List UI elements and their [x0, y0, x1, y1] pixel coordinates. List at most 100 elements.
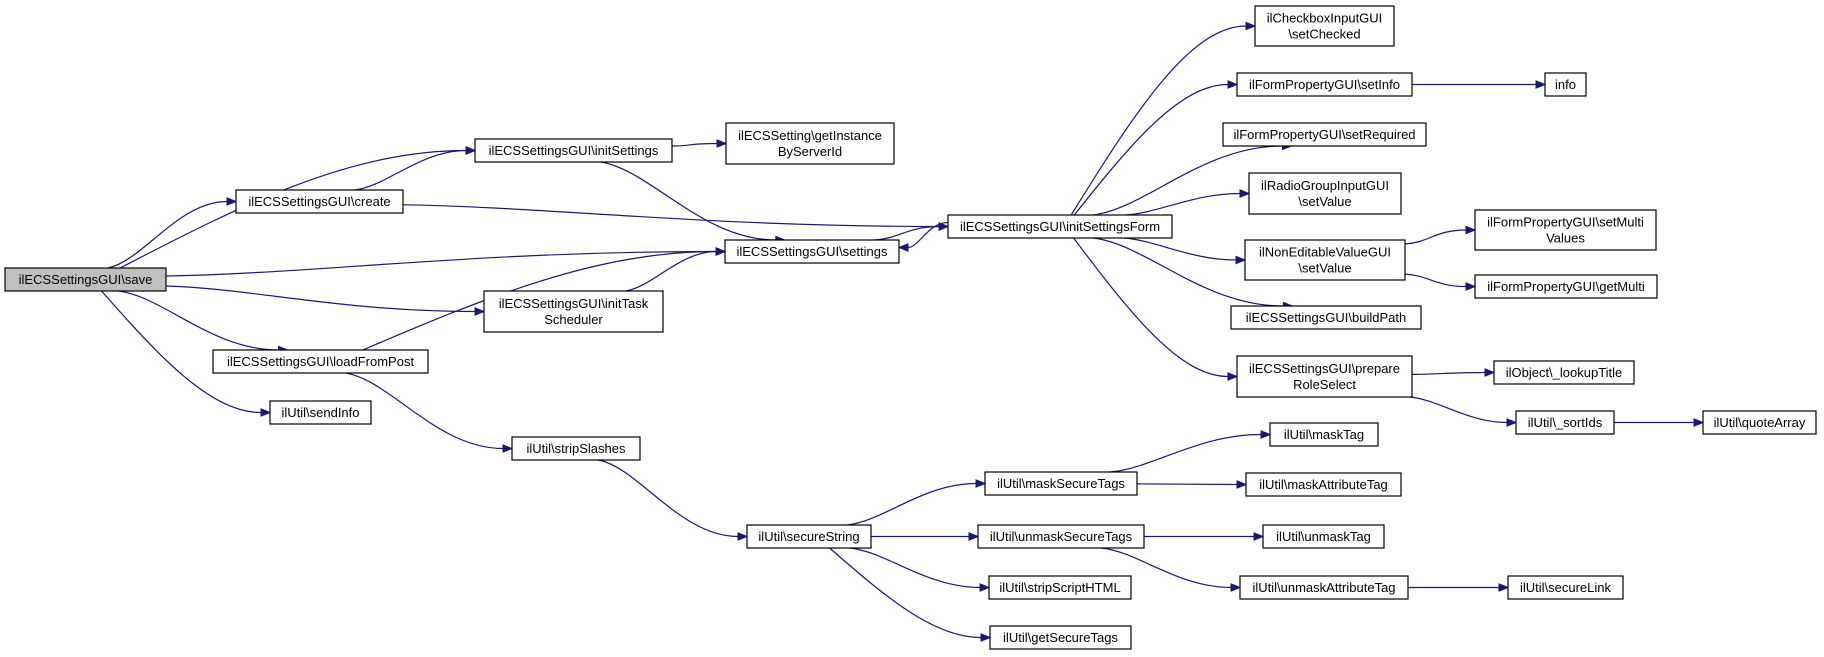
node-label: ilObject\_lookupTitle: [1506, 365, 1623, 380]
arrowhead-icon: [980, 633, 992, 642]
node-label: ilUtil\stripSlashes: [527, 441, 626, 456]
node-settings[interactable]: ilECSSettingsGUI\settings: [724, 239, 900, 264]
edge-layer: [101, 21, 1705, 642]
node-secureString[interactable]: ilUtil\secureString: [746, 524, 872, 549]
arrowhead-icon: [968, 532, 980, 541]
arrowhead-icon: [938, 222, 950, 231]
node-box: [1262, 524, 1385, 549]
node-quoteArray[interactable]: ilUtil\quoteArray: [1702, 410, 1817, 435]
node-stripSlashes[interactable]: ilUtil\stripSlashes: [511, 436, 641, 461]
node-setChecked[interactable]: ilCheckboxInputGUI\setChecked: [1254, 5, 1395, 47]
node-maskAttributeTag[interactable]: ilUtil\maskAttributeTag: [1245, 472, 1402, 497]
node-box: [511, 436, 641, 461]
arrowhead-icon: [260, 408, 272, 417]
edge-save-to-initTask: [165, 285, 486, 316]
node-nonEditSetValue[interactable]: ilNonEditableValueGUI\setValue: [1244, 239, 1406, 281]
edge-line: [402, 204, 940, 228]
node-box: [483, 290, 664, 333]
node-maskSecureTags[interactable]: ilUtil\maskSecureTags: [984, 471, 1138, 496]
edge-settings-to-initSettingsForm: [874, 222, 950, 241]
node-unmaskSecureTags[interactable]: ilUtil\unmaskSecureTags: [977, 524, 1145, 549]
arrowhead-icon: [1506, 418, 1518, 427]
edge-line: [165, 250, 717, 277]
node-box: [1236, 72, 1413, 97]
edge-line: [598, 459, 739, 538]
edge-save-to-settings: [165, 247, 727, 277]
edge-initSettingsForm-to-nonEditSetValue: [1123, 237, 1247, 265]
node-initSettingsForm[interactable]: ilECSSettingsGUI\initSettingsForm: [947, 214, 1173, 239]
node-maskTag[interactable]: ilUtil\maskTag: [1269, 422, 1379, 447]
edge-prepareRoleSelect-to-sortIds: [1409, 396, 1518, 427]
node-box: [1222, 122, 1427, 147]
node-label: ilUtil\stripScriptHTML: [999, 580, 1120, 595]
arrowhead-icon: [1465, 282, 1477, 291]
edge-initSettingsForm-to-prepareRoleSelect: [1073, 237, 1239, 381]
node-label: ilFormPropertyGUI\getMulti: [1487, 279, 1645, 294]
node-setRequired[interactable]: ilFormPropertyGUI\setRequired: [1222, 122, 1427, 147]
node-create[interactable]: ilECSSettingsGUI\create: [235, 189, 404, 214]
node-loadFromPost[interactable]: ilECSSettingsGUI\loadFromPost: [212, 349, 429, 374]
node-getSecureTags[interactable]: ilUtil\getSecureTags: [989, 625, 1132, 650]
node-stripScriptHTML[interactable]: ilUtil\stripScriptHTML: [988, 575, 1132, 600]
arrowhead-icon: [474, 307, 486, 316]
edge-save-to-create: [107, 197, 238, 269]
node-box: [1230, 305, 1422, 330]
node-save[interactable]: ilECSSettingsGUI\save: [4, 267, 167, 292]
arrowhead-icon: [1260, 430, 1272, 439]
edge-line: [829, 547, 982, 639]
node-label: ilECSSettingsGUI\settings: [736, 244, 888, 259]
node-label: ilUtil\unmaskTag: [1276, 529, 1371, 544]
node-box: [1493, 360, 1635, 385]
edge-sortIds-to-quoteArray: [1613, 418, 1705, 427]
edge-setInfo-to-info: [1412, 80, 1547, 89]
edge-secureString-to-getSecureTags: [829, 547, 992, 642]
node-sendInfo[interactable]: ilUtil\sendInfo: [269, 400, 372, 425]
edge-line: [849, 547, 981, 589]
node-label: \setChecked: [1288, 27, 1360, 42]
node-label: ilUtil\quoteArray: [1714, 415, 1806, 430]
edge-line: [1136, 483, 1238, 486]
edge-line: [165, 285, 476, 313]
node-layer: ilECSSettingsGUI\save ilECSSettingsGUI\cr…: [4, 5, 1817, 650]
node-unmaskTag[interactable]: ilUtil\unmaskTag: [1262, 524, 1385, 549]
edge-create-to-initSettingsForm: [402, 204, 950, 231]
node-label: ilNonEditableValueGUI: [1259, 245, 1391, 260]
node-info[interactable]: info: [1544, 72, 1587, 97]
node-radioSetValue[interactable]: ilRadioGroupInputGUI\setValue: [1248, 172, 1402, 215]
node-box: [474, 138, 673, 163]
node-box: [1244, 239, 1406, 281]
arrowhead-icon: [1235, 255, 1247, 265]
node-unmaskAttributeTag[interactable]: ilUtil\unmaskAttributeTag: [1239, 575, 1409, 600]
node-label: ilUtil\unmaskSecureTags: [990, 529, 1133, 544]
node-label: ilECSSettingsGUI\prepare: [1249, 361, 1400, 376]
node-initSettings[interactable]: ilECSSettingsGUI\initSettings: [474, 138, 673, 163]
node-secureLink[interactable]: ilUtil\secureLink: [1507, 575, 1624, 600]
node-label: ilECSSettingsGUI\buildPath: [1246, 310, 1406, 325]
node-box: [1474, 209, 1657, 251]
node-box: [947, 214, 1173, 239]
node-sortIds[interactable]: ilUtil\_sortIds: [1515, 410, 1615, 435]
arrowhead-icon: [1484, 368, 1496, 377]
arrowhead-icon: [1227, 372, 1239, 381]
node-label: ilUtil\sendInfo: [281, 405, 359, 420]
edge-line: [1093, 237, 1284, 307]
node-label: ilECSSettingsGUI\create: [248, 194, 390, 209]
node-buildPath[interactable]: ilECSSettingsGUI\buildPath: [1230, 305, 1422, 330]
edge-create-to-initSettings: [354, 146, 477, 191]
edge-initSettings-to-getInstance: [671, 139, 728, 148]
edge-initSettingsForm-to-setChecked: [1070, 21, 1257, 216]
node-label: ilECSSetting\getInstance: [738, 128, 882, 143]
node-label: ilECSSettingsGUI\loadFromPost: [227, 354, 415, 369]
node-label: ilECSSettingsGUI\initTask: [499, 296, 649, 311]
node-setInfo[interactable]: ilFormPropertyGUI\setInfo: [1236, 72, 1413, 97]
node-label: \setValue: [1298, 194, 1351, 209]
arrowhead-icon: [502, 444, 514, 453]
edge-line: [1409, 396, 1508, 424]
arrowhead-icon: [465, 146, 477, 155]
node-lookupTitle[interactable]: ilObject\_lookupTitle: [1493, 360, 1635, 385]
node-getMulti[interactable]: ilFormPropertyGUI\getMulti: [1474, 274, 1658, 299]
